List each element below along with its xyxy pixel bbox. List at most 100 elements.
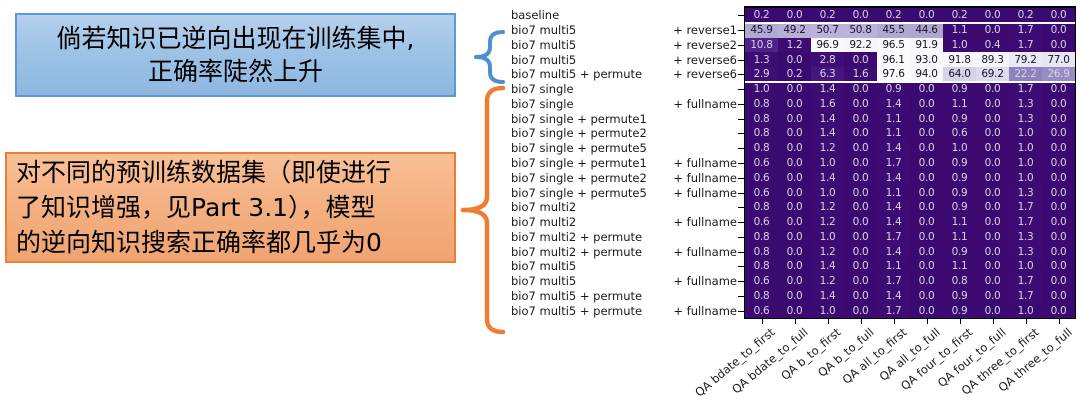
heatmap-cell: 0.0 — [910, 140, 943, 156]
heatmap-cell: 0.8 — [745, 111, 778, 127]
blue-brace-icon — [474, 30, 505, 84]
heatmap-cell: 0.0 — [910, 8, 943, 23]
row-label: bio7 multi2 + permute+ fullname — [511, 244, 737, 259]
heatmap-cell: 22.2 — [1009, 67, 1042, 82]
row-label-text: bio7 single + permute5 — [511, 185, 647, 200]
row-label: bio7 single + permute1+ fullname — [511, 156, 737, 171]
heatmap-cell: 1.0 — [1009, 303, 1042, 318]
heatmap-cell: 89.3 — [976, 52, 1009, 68]
heatmap-cell: 0.0 — [844, 8, 877, 23]
heatmap-cell: 0.0 — [844, 111, 877, 127]
heatmap-cell: 50.7 — [811, 22, 844, 38]
row-label: bio7 single + permute5+ fullname — [511, 185, 737, 200]
heatmap-cell: 0.0 — [910, 96, 943, 112]
heatmap-cell: 0.0 — [910, 126, 943, 141]
y-tick-mark — [738, 251, 744, 253]
row-label: bio7 single + permute1 — [511, 111, 737, 126]
heatmap-cell: 1.3 — [1009, 185, 1042, 200]
heatmap-cell: 1.4 — [877, 96, 910, 112]
heatmap-cell: 0.0 — [778, 126, 811, 141]
heatmap-cell: 1.0 — [943, 140, 976, 156]
row-label: bio7 multi5+ reverse6 — [511, 52, 737, 67]
heatmap-cell: 0.0 — [1042, 258, 1075, 274]
heatmap-cell: 97.6 — [877, 67, 910, 82]
row-label-suffix: + fullname — [673, 215, 737, 230]
heatmap-cell: 0.0 — [844, 214, 877, 230]
row-label: bio7 multi2 — [511, 200, 737, 215]
heatmap-cell: 0.0 — [1042, 8, 1075, 23]
row-label: bio7 multi5+ reverse1 — [511, 23, 737, 38]
heatmap-cell: 1.7 — [877, 229, 910, 245]
row-label: bio7 single + permute5 — [511, 141, 737, 156]
heatmap-cell: 0.0 — [976, 140, 1009, 156]
heatmap-cell: 1.2 — [811, 244, 844, 259]
x-tick-mark — [959, 319, 961, 324]
heatmap-cell: 1.2 — [778, 37, 811, 53]
heatmap-cell: 1.4 — [811, 111, 844, 127]
y-tick-mark — [738, 310, 744, 312]
heatmap-cell: 0.0 — [1042, 303, 1075, 318]
heatmap-cell: 1.7 — [1009, 37, 1042, 53]
heatmap-cell: 0.6 — [745, 214, 778, 230]
heatmap-cell: 0.6 — [745, 273, 778, 289]
row-label: bio7 single — [511, 82, 737, 97]
row-label-suffix: + fullname — [673, 96, 737, 111]
row-label-text: bio7 multi5 — [511, 274, 577, 289]
heatmap-cell: 0.0 — [844, 273, 877, 289]
heatmap-cell: 0.0 — [778, 170, 811, 186]
heatmap-cell: 0.0 — [976, 288, 1009, 304]
heatmap-cell: 0.0 — [1042, 214, 1075, 230]
heatmap-cell: 44.6 — [910, 22, 943, 38]
heatmap-cell: 0.2 — [877, 8, 910, 23]
y-tick-mark — [738, 163, 744, 164]
heatmap-cell: 0.4 — [976, 37, 1009, 53]
row-label: bio7 single + fullname — [511, 97, 737, 112]
x-tick-mark — [860, 319, 862, 324]
row-label-text: bio7 multi5 + permute — [511, 288, 643, 303]
row-label-text: bio7 single — [511, 96, 574, 111]
row-label-suffix: + reverse6 — [673, 52, 737, 67]
heatmap-cell: 1.0 — [811, 185, 844, 200]
heatmap-cell: 0.6 — [745, 185, 778, 200]
row-label-text: bio7 single — [511, 82, 574, 97]
heatmap-cell: 1.6 — [811, 96, 844, 112]
heatmap-cell: 1.4 — [811, 126, 844, 141]
y-tick-mark — [738, 59, 744, 61]
heatmap-cell: 1.7 — [877, 273, 910, 289]
y-tick-mark — [738, 74, 744, 76]
heatmap-cell: 1.4 — [877, 214, 910, 230]
row-label-text: bio7 multi5 + permute — [511, 67, 643, 82]
heatmap-cell: 64.0 — [943, 67, 976, 82]
heatmap-cell: 0.0 — [1042, 140, 1075, 156]
heatmap-cell: 0.0 — [778, 111, 811, 127]
heatmap-cell: 50.8 — [844, 22, 877, 38]
heatmap-cell: 1.1 — [943, 229, 976, 245]
heatmap-cell: 1.7 — [1009, 199, 1042, 215]
heatmap-cell: 0.0 — [844, 52, 877, 68]
heatmap-cell: 0.0 — [844, 96, 877, 112]
heatmap-cell: 0.0 — [976, 199, 1009, 215]
heatmap-cell: 0.0 — [976, 229, 1009, 245]
row-label: baseline — [511, 8, 737, 23]
heatmap-cell: 0.0 — [778, 8, 811, 23]
heatmap-cell: 0.0 — [778, 273, 811, 289]
heatmap-cell: 6.3 — [811, 67, 844, 82]
heatmap-cell: 1.1 — [877, 111, 910, 127]
row-label-text: bio7 multi2 — [511, 215, 577, 230]
row-label-text: bio7 single + permute1 — [511, 155, 647, 170]
heatmap-cell: 0.6 — [745, 303, 778, 318]
row-label-text: bio7 multi2 + permute — [511, 229, 643, 244]
heatmap-cell: 0.0 — [778, 96, 811, 112]
heatmap-cell: 96.5 — [877, 37, 910, 53]
heatmap-cell: 1.1 — [943, 258, 976, 274]
heatmap-cell: 0.0 — [910, 155, 943, 171]
heatmap-cell: 0.8 — [745, 244, 778, 259]
y-tick-mark — [738, 192, 744, 194]
heatmap-cell: 0.0 — [910, 111, 943, 127]
heatmap-cell: 0.8 — [745, 258, 778, 274]
